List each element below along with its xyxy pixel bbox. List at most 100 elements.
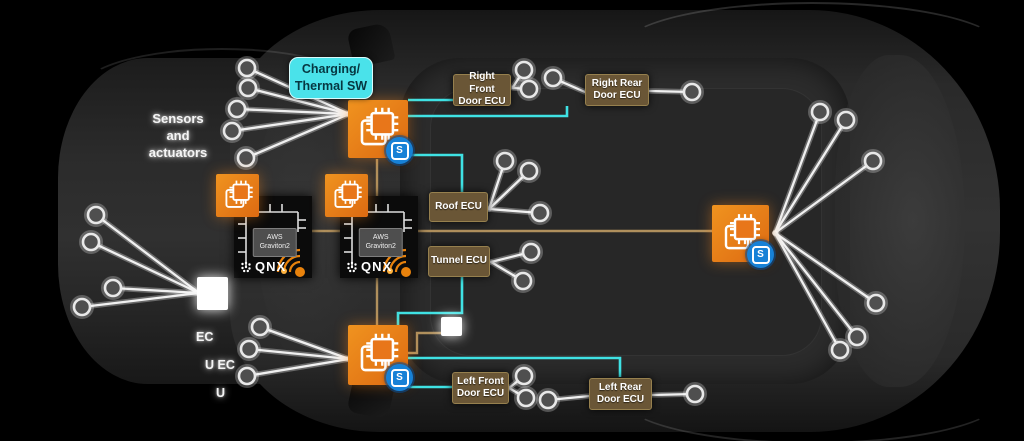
compute-chip-icon (360, 333, 399, 372)
sensor-node (81, 232, 101, 252)
sensor-node-halo (493, 149, 517, 173)
sensor-node-halo (511, 269, 535, 293)
ecu-network-wire (396, 277, 464, 326)
sensor-node-halo (514, 386, 538, 410)
blue-s-badge-icon: S (386, 137, 413, 164)
sensor-node (237, 58, 257, 78)
small-white-node (441, 317, 462, 336)
roof-ecu: Roof ECU (429, 192, 488, 222)
sensor-node (519, 79, 539, 99)
sensor-node (847, 327, 867, 347)
sensor-node-halo (680, 80, 704, 104)
sensor-wire (230, 112, 351, 133)
badge-letter: S (390, 368, 409, 387)
sensor-node (682, 82, 702, 102)
sensor-node-halo (236, 76, 260, 100)
car-highlight-arc (80, 48, 364, 132)
compute-icon-left (216, 174, 259, 217)
sensor-node-halo (517, 77, 541, 101)
sensor-node-halo (512, 364, 536, 388)
ecu-network-wire (408, 106, 569, 118)
radar-arc (394, 260, 407, 273)
sensors-actuators-label: Sensors and actuators (148, 111, 208, 160)
led-dot (387, 268, 393, 274)
sensor-node (685, 384, 705, 404)
sensor-node (237, 366, 257, 386)
sensor-wire (773, 159, 875, 235)
charging-thermal-sw-label: Charging/ Thermal SW (289, 57, 373, 99)
compute-chip-icon (224, 180, 253, 208)
sensor-wire (773, 231, 859, 339)
sensor-wire (773, 231, 878, 305)
sensor-node (250, 317, 270, 337)
sensor-node (830, 340, 850, 360)
left-rear-door-ecu: Left Rear Door ECU (589, 378, 652, 410)
right-zone-node: S (712, 205, 774, 268)
chip-line: Graviton2 (365, 242, 396, 250)
sensor-node (530, 203, 550, 223)
sensor-node (514, 366, 534, 386)
qnx-logo-text: QNX (255, 259, 287, 274)
sensor-node-halo (512, 58, 536, 82)
sensor-node (514, 60, 534, 80)
blackberry-logo-icon (347, 261, 357, 272)
right-front-door-ecu: Right Front Door ECU (453, 71, 511, 107)
blue-s-badge-icon: S (386, 364, 413, 391)
sensor-node (236, 148, 256, 168)
car-highlight-arc (620, 2, 1004, 96)
sensor-node-halo (235, 364, 259, 388)
sensor-node-halo (79, 230, 103, 254)
radar-dot (401, 267, 411, 277)
right-rear-door-ecu: Right Rear Door ECU (585, 74, 649, 106)
sensor-node (238, 78, 258, 98)
sensor-node (72, 297, 92, 317)
sensor-wire (94, 213, 201, 295)
sensor-wire (89, 240, 201, 295)
sensor-node-halo (70, 295, 94, 319)
sensor-node (538, 390, 558, 410)
qnx-logo-text: QNX (361, 259, 393, 274)
charging-thermal-sw-node: S (348, 100, 413, 164)
sensor-node-halo (84, 203, 108, 227)
sensor-node-halo (101, 276, 125, 300)
blackberry-logo-icon (241, 261, 251, 272)
tunnel-ecu: Tunnel ECU (428, 246, 490, 277)
sensor-wire (245, 357, 351, 378)
qnx-brand: QNX (346, 259, 392, 274)
sensor-node-halo (828, 338, 852, 362)
zonal-ecu-square (197, 277, 228, 310)
sensor-node (810, 102, 830, 122)
sensor-node-halo (248, 315, 272, 339)
sensor-node-halo (528, 201, 552, 225)
sensor-wire (247, 347, 351, 361)
led-dot (281, 268, 287, 274)
compute-chip-icon (360, 107, 399, 146)
chip-line: AWS (372, 234, 389, 241)
sensor-node-halo (220, 119, 244, 143)
sensor-node (86, 205, 106, 225)
sensor-node-halo (225, 97, 249, 121)
power-bus-wire (408, 331, 441, 355)
sensor-node-halo (517, 159, 541, 183)
sensor-wire (773, 118, 848, 235)
sensor-wire (244, 112, 351, 160)
sensor-node-halo (541, 66, 565, 90)
badge-letter: S (751, 245, 770, 264)
sensor-node-halo (237, 337, 261, 361)
sensor-node (516, 388, 536, 408)
compute-icon-right (325, 174, 368, 217)
chip-line: AWS (266, 234, 283, 241)
sensor-node-halo (519, 240, 543, 264)
sensor-node-halo (234, 146, 258, 170)
sensor-node (863, 151, 883, 171)
sensor-node (866, 293, 886, 313)
sensor-node-halo (683, 382, 707, 406)
sensor-node (103, 278, 123, 298)
sensor-node (519, 161, 539, 181)
sensor-wire (246, 86, 351, 116)
sensor-wire (773, 110, 822, 235)
ecu-label-line: EC (196, 330, 214, 344)
